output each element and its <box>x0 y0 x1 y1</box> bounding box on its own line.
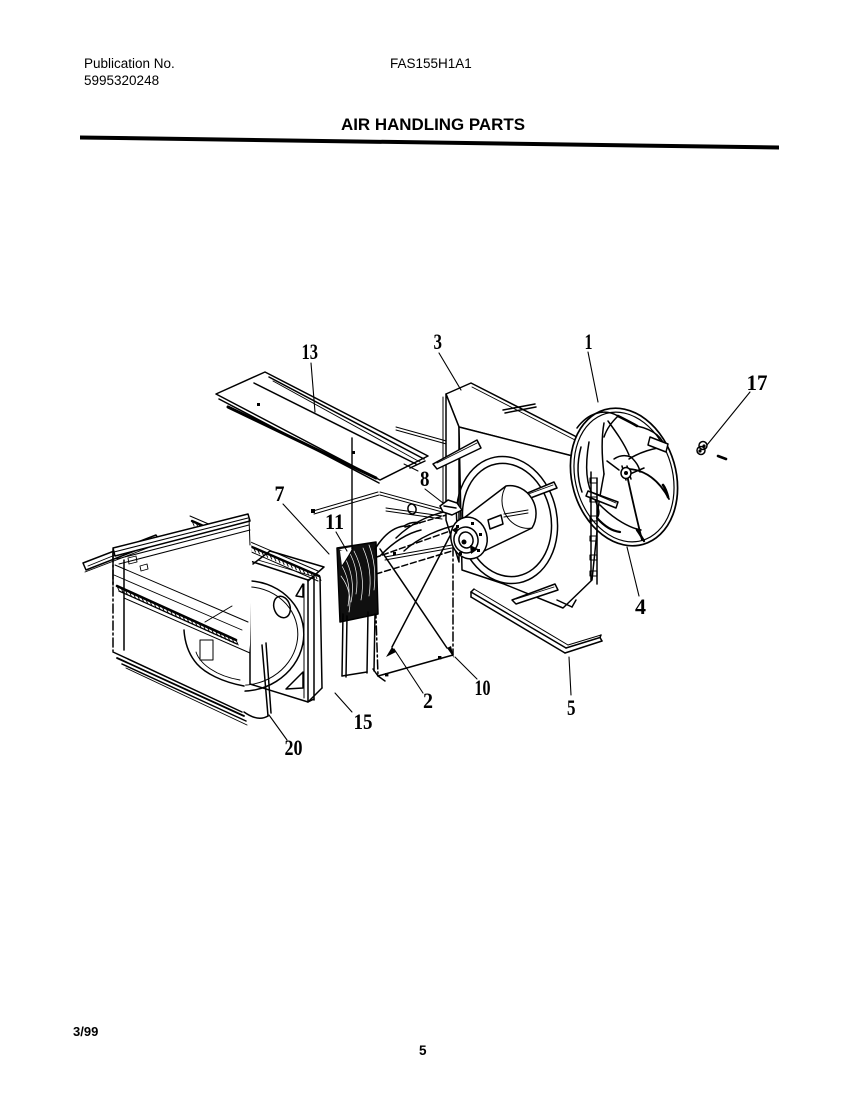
svg-text:3/99: 3/99 <box>73 1024 98 1039</box>
svg-text:20: 20 <box>285 735 303 760</box>
svg-text:10: 10 <box>475 675 491 700</box>
svg-text:13: 13 <box>302 339 319 364</box>
svg-text:4: 4 <box>635 594 646 619</box>
svg-text:15: 15 <box>354 709 373 734</box>
svg-text:Publication No.: Publication No. <box>84 56 175 71</box>
svg-text:17: 17 <box>747 370 768 395</box>
svg-text:FAS155H1A1: FAS155H1A1 <box>390 56 472 71</box>
svg-text:5: 5 <box>567 695 576 720</box>
svg-text:3: 3 <box>434 329 443 354</box>
svg-text:7: 7 <box>275 481 285 506</box>
svg-text:11: 11 <box>325 509 344 534</box>
svg-text:5995320248: 5995320248 <box>84 73 159 88</box>
svg-text:2: 2 <box>423 688 433 713</box>
svg-text:AIR HANDLING PARTS: AIR HANDLING PARTS <box>341 116 525 134</box>
svg-text:1: 1 <box>585 329 593 354</box>
svg-text:8: 8 <box>420 466 430 491</box>
svg-text:5: 5 <box>419 1043 427 1058</box>
